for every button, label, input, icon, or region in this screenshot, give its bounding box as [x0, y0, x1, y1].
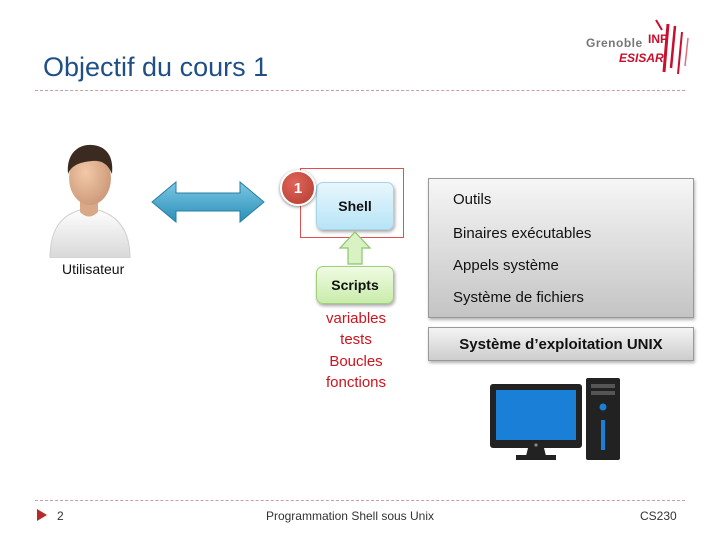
scripts-box: Scripts [316, 266, 394, 304]
slide-title: Objectif du cours 1 [43, 52, 269, 82]
grenoble-inp-esisar-logo: Grenoble INP ESISAR [584, 18, 694, 78]
computer-icon [490, 378, 620, 460]
user-label: Utilisateur [62, 261, 125, 277]
up-arrow-icon [338, 231, 372, 265]
layer-filesystem: Système de fichiers [453, 289, 584, 306]
page-number: 2 [57, 509, 64, 523]
script-topic-variables: variables [325, 310, 387, 327]
bidirectional-arrow-icon [151, 180, 265, 224]
script-topic-functions: fonctions [325, 374, 387, 391]
system-layers-box [428, 178, 694, 318]
layer-executables: Binaires exécutables [453, 225, 592, 242]
footer-course-code: CS230 [640, 509, 677, 523]
layer-system-calls: Appels système [453, 257, 559, 274]
title-divider [35, 90, 685, 91]
logo-inp-text: INP [648, 32, 669, 46]
script-topic-loops: Boucles [329, 353, 383, 370]
footer-divider [35, 500, 685, 501]
logo-grenoble-text: Grenoble [586, 36, 643, 50]
shell-box: Shell [316, 182, 394, 230]
layer-tools: Outils [453, 191, 492, 208]
footer-course-title: Programmation Shell sous Unix [265, 509, 435, 523]
logo-lines-icon [655, 19, 689, 75]
user-avatar-icon [49, 144, 131, 258]
footer-triangle-icon [37, 509, 47, 521]
script-topic-tests: tests [340, 331, 372, 348]
logo-esisar-text: ESISAR [619, 51, 664, 65]
step-number-badge: 1 [280, 170, 316, 206]
os-box: Système d’exploitation UNIX [428, 327, 694, 361]
